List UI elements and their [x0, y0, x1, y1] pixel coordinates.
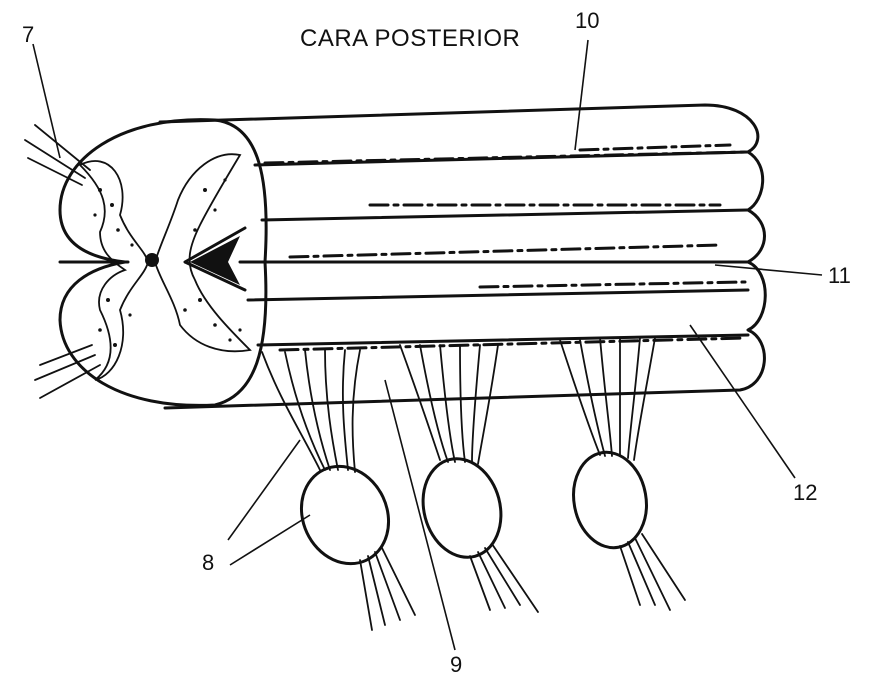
- dorsal-root-ganglion-2: [400, 345, 538, 612]
- label-8: 8: [202, 550, 214, 575]
- diagram-title: CARA POSTERIOR: [300, 25, 520, 52]
- dorsal-root-ganglion-1: [262, 350, 415, 630]
- label-11: 11: [828, 263, 851, 288]
- cord-segment: [160, 105, 765, 408]
- label-10: 10: [575, 8, 599, 33]
- label-12: 12: [793, 480, 817, 505]
- central-canal: [145, 253, 159, 267]
- label-7: 7: [22, 22, 34, 47]
- label-9: 9: [450, 652, 462, 675]
- dorsal-root-ganglion-3: [560, 338, 685, 610]
- cross-section: [60, 120, 266, 406]
